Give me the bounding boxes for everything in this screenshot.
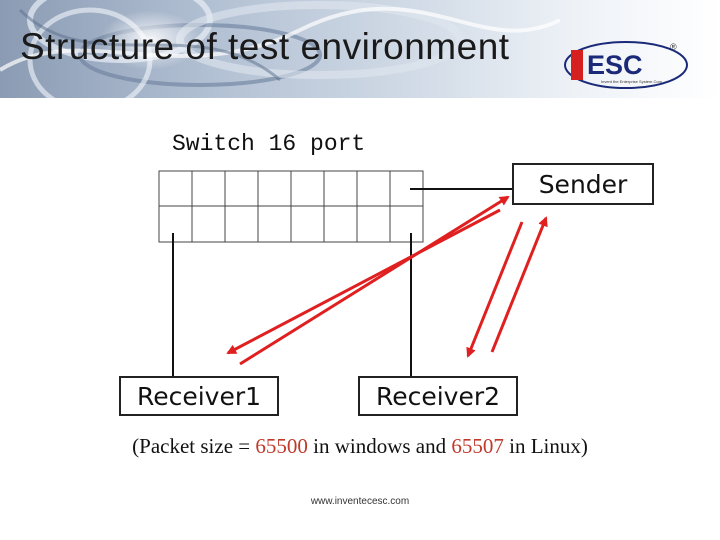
caption-middle: in windows and xyxy=(307,434,452,458)
arrow-sender-to-receiver2 xyxy=(466,221,524,358)
company-logo: ESC Invent the Enterprise System Corp xyxy=(564,41,688,89)
caption-suffix: in Linux) xyxy=(503,434,588,458)
arrow-receiver1-to-sender xyxy=(239,195,510,366)
slide-title: Structure of test environment xyxy=(20,26,510,67)
registered-mark: ® xyxy=(670,42,677,52)
caption-prefix: (Packet size = xyxy=(132,434,256,458)
receiver1-node: Receiver1 xyxy=(119,376,279,416)
logo-text: ESC xyxy=(587,50,643,80)
packet-size-caption: (Packet size = 65500 in windows and 6550… xyxy=(0,434,720,459)
switch-label: Switch 16 port xyxy=(172,131,366,157)
receiver2-node: Receiver2 xyxy=(358,376,518,416)
linux-packet-size: 65507 xyxy=(451,434,504,458)
windows-packet-size: 65500 xyxy=(255,434,308,458)
sender-node: Sender xyxy=(512,163,654,205)
header-banner xyxy=(0,0,720,98)
footer-url[interactable]: www.inventecesc.com xyxy=(310,496,410,507)
switch-port-grid xyxy=(158,170,424,243)
arrow-receiver2-to-sender xyxy=(490,216,548,353)
arrow-sender-to-receiver1 xyxy=(226,208,501,355)
header-swirl-graphic xyxy=(0,0,560,98)
logo-tagline: Invent the Enterprise System Corp xyxy=(601,79,663,84)
